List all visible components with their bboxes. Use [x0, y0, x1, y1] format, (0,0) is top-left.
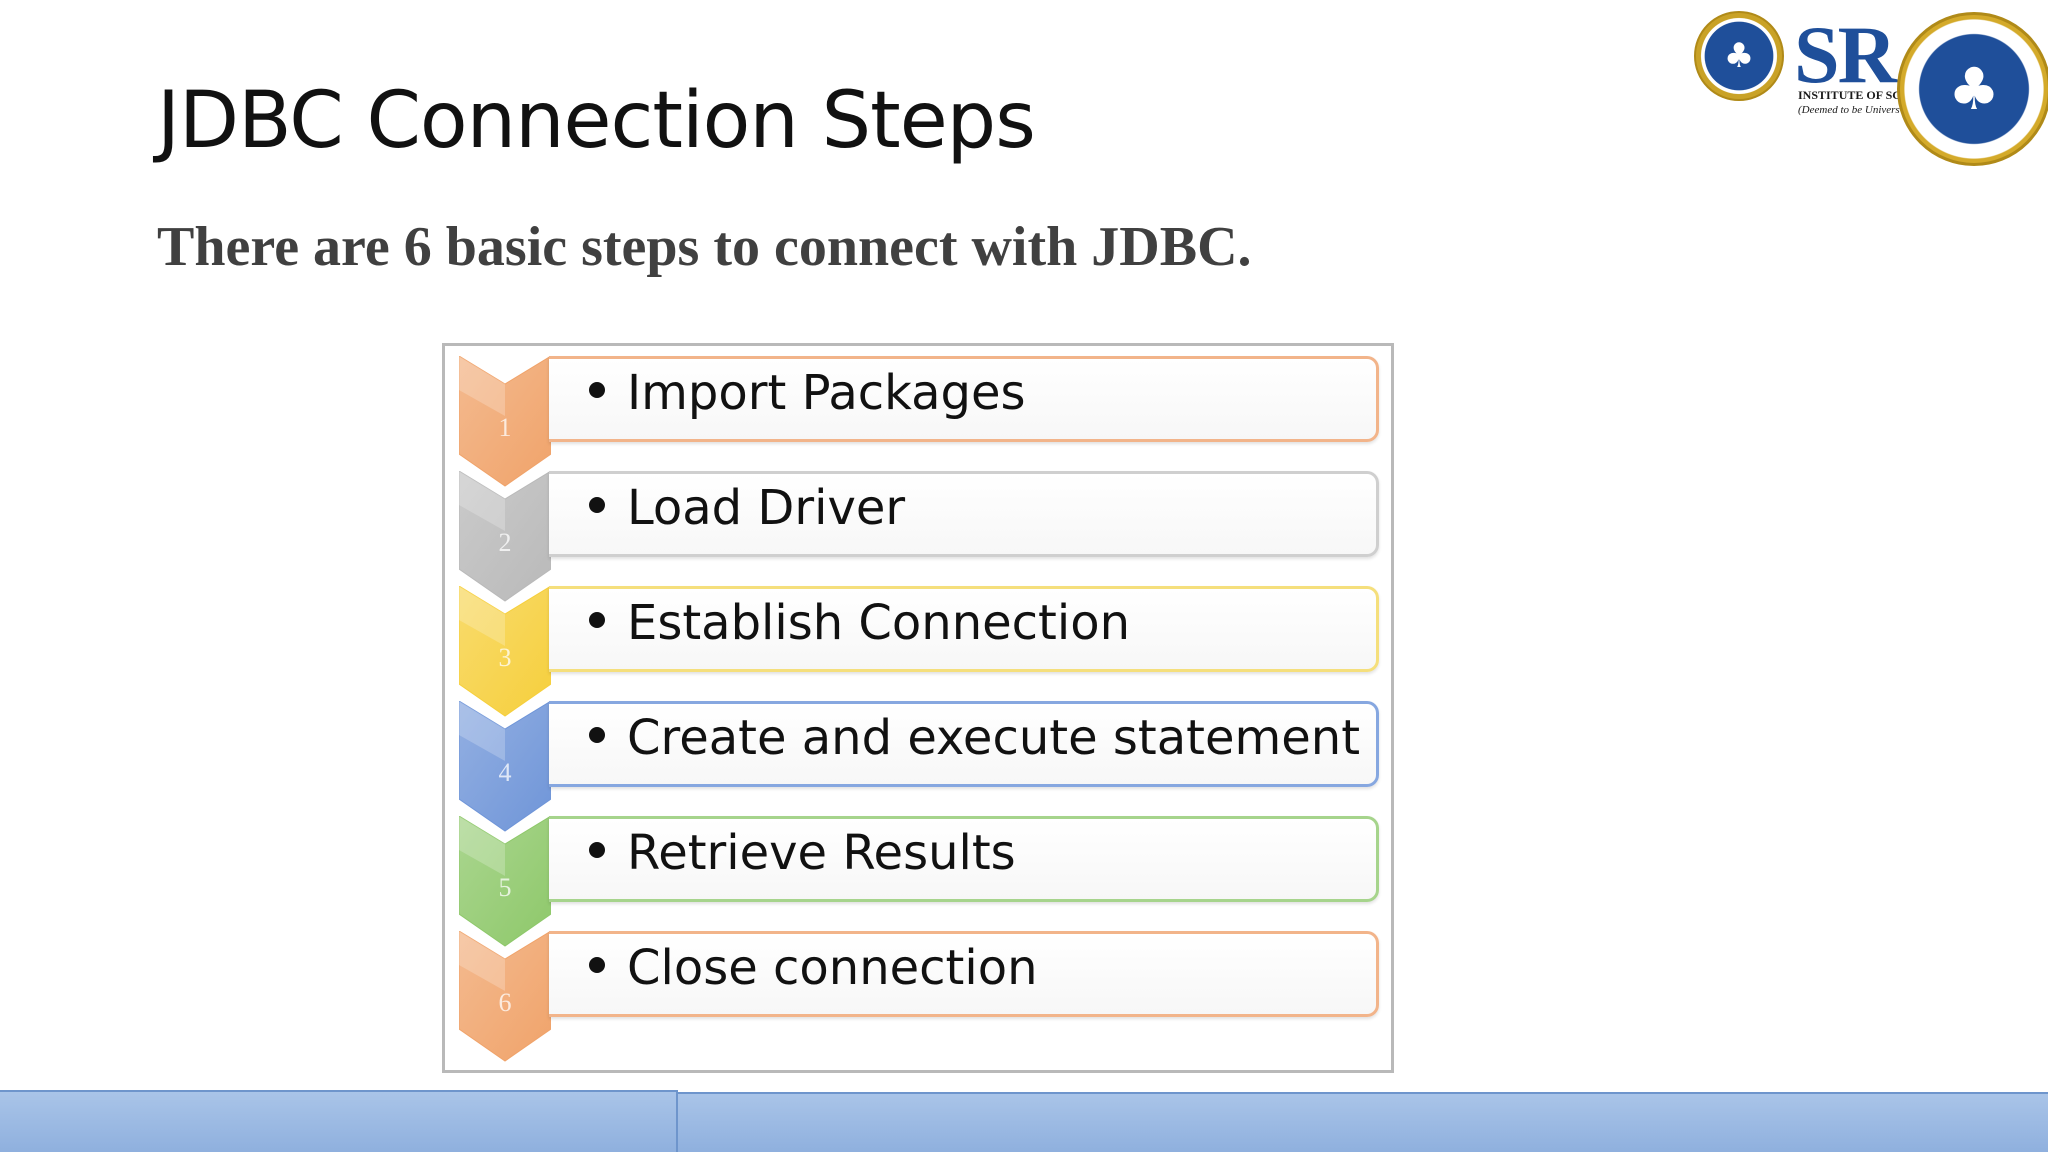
step-label-row: Retrieve Results	[589, 825, 1016, 881]
step-box: Create and execute statement	[549, 701, 1379, 787]
seal-left-icon: ♣	[1694, 11, 1784, 101]
logo-letters: SR	[1794, 9, 1897, 100]
step-label-row: Establish Connection	[589, 595, 1130, 651]
step-item: 2 Load Driver	[445, 461, 1397, 602]
step-chevron-icon: 6	[459, 931, 551, 1062]
step-box: Retrieve Results	[549, 816, 1379, 902]
step-chevron-icon: 3	[459, 586, 551, 717]
institute-logo: ♣ SR INSTITUTE OF SCIE (Deemed to be Uni…	[1690, 6, 2048, 166]
seal-right-icon: ♣	[1897, 12, 2048, 166]
logo-line2: (Deemed to be Univers	[1798, 104, 1900, 116]
step-box: Close connection	[549, 931, 1379, 1017]
bullet-icon	[589, 382, 605, 398]
step-chevron-icon: 1	[459, 356, 551, 487]
step-label: Retrieve Results	[627, 825, 1016, 881]
step-label: Create and execute statement	[627, 710, 1361, 766]
step-label-row: Import Packages	[589, 365, 1026, 421]
bullet-icon	[589, 612, 605, 628]
step-number: 4	[499, 758, 512, 787]
bullet-icon	[589, 727, 605, 743]
step-chevron-icon: 2	[459, 471, 551, 602]
step-number: 5	[499, 873, 512, 902]
step-label-row: Load Driver	[589, 480, 905, 536]
step-item: 6 Close connection	[445, 921, 1397, 1062]
logo-line1: INSTITUTE OF SCIE	[1798, 88, 1900, 102]
bullet-icon	[589, 497, 605, 513]
footer-bar-left	[0, 1090, 678, 1152]
step-label-row: Create and execute statement	[589, 710, 1360, 766]
step-label: Close connection	[627, 940, 1038, 996]
step-item: 3 Establish Connection	[445, 576, 1397, 717]
step-number: 3	[499, 643, 512, 672]
step-number: 1	[499, 413, 512, 442]
step-label: Load Driver	[627, 480, 906, 536]
step-label: Establish Connection	[627, 595, 1130, 651]
step-chevron-icon: 4	[459, 701, 551, 832]
steps-diagram: 1 Import Packages 2 Load Driver 3 Establish C…	[442, 343, 1394, 1073]
bullet-icon	[589, 957, 605, 973]
slide-title: JDBC Connection Steps	[157, 76, 1036, 166]
bullet-icon	[589, 842, 605, 858]
step-number: 2	[499, 528, 512, 557]
step-label: Import Packages	[627, 365, 1026, 421]
step-box: Establish Connection	[549, 586, 1379, 672]
step-box: Load Driver	[549, 471, 1379, 557]
step-item: 4 Create and execute statement	[445, 691, 1397, 832]
step-box: Import Packages	[549, 356, 1379, 442]
step-chevron-icon: 5	[459, 816, 551, 947]
step-item: 5 Retrieve Results	[445, 806, 1397, 947]
step-item: 1 Import Packages	[445, 346, 1397, 487]
step-label-row: Close connection	[589, 940, 1037, 996]
slide-subtitle: There are 6 basic steps to connect with …	[157, 216, 1252, 278]
step-number: 6	[499, 988, 512, 1017]
footer-bar-right	[678, 1092, 2048, 1152]
